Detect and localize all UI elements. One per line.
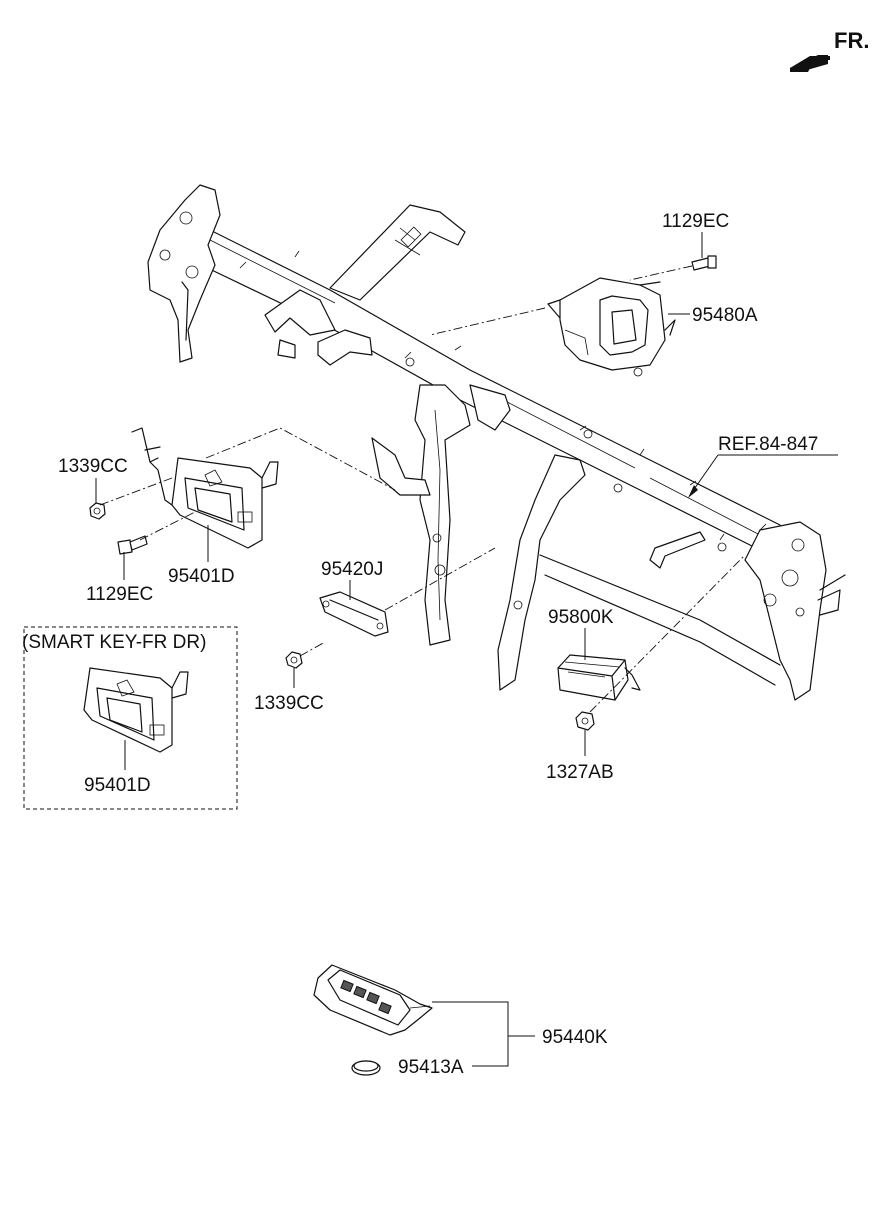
bolt-1129EC-left <box>117 535 148 580</box>
nut-1339CC-left <box>89 478 106 520</box>
reference-callout: REF.84-847 <box>688 434 838 498</box>
front-direction-indicator: FR. <box>790 28 869 72</box>
label-bolt-left: 1129EC <box>86 584 153 605</box>
front-direction-label: FR. <box>834 28 869 53</box>
label-battery: 95413A <box>398 1057 464 1078</box>
part-95440K <box>313 964 433 1036</box>
label-nut-mid: 1339CC <box>254 693 324 714</box>
part-95401D-left <box>131 427 279 549</box>
part-95480A <box>547 277 676 377</box>
nut-1339CC-mid <box>285 651 303 688</box>
part-95413A <box>351 1060 381 1076</box>
label-bolt-top: 1129EC <box>662 211 729 232</box>
label-nut-left: 1339CC <box>58 456 128 477</box>
smart-key-box: (SMART KEY-FR DR) 95401D <box>22 626 238 810</box>
label-key-fob: 95440K <box>542 1027 608 1048</box>
center-support-brackets <box>371 384 846 701</box>
smart-key-part-label: 95401D <box>84 775 151 796</box>
label-module-right: 95800K <box>548 607 614 628</box>
smart-key-box-title: (SMART KEY-FR DR) <box>22 632 206 653</box>
label-module-left: 95401D <box>168 566 235 587</box>
label-steering-module: 95480A <box>692 305 758 326</box>
bolt-1129EC-top <box>691 232 717 271</box>
label-bracket-mid: 95420J <box>321 559 383 580</box>
label-nut-right: 1327AB <box>546 762 614 783</box>
nut-1327AB <box>575 711 595 756</box>
assembly-lines <box>99 265 746 713</box>
key-set-leaders <box>432 1001 535 1067</box>
reference-label: REF.84-847 <box>718 434 818 455</box>
part-95800K <box>557 628 641 701</box>
part-95420J <box>319 580 389 637</box>
part-labels: 1129EC 95480A 1339CC 95401D 1129EC 95420… <box>58 211 758 1078</box>
